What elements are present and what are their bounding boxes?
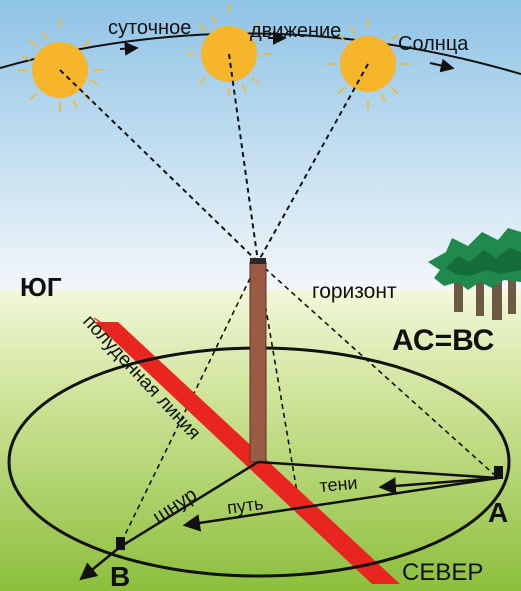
sun-path-label-word-3: Солнца: [398, 33, 469, 55]
shadow-path-arrow: [182, 476, 499, 532]
stake-marker-icon: [116, 537, 125, 550]
sun-path-arrow: [119, 41, 139, 56]
pole-to-a-line: [257, 460, 499, 480]
noon-line-tip: [93, 317, 141, 349]
tree-icon: [428, 228, 521, 320]
point-b-label: В: [110, 561, 130, 591]
horizon-label: горизонт: [312, 280, 397, 303]
pole-top: [250, 258, 266, 264]
noon-line: [94, 322, 400, 584]
sun-path-label-word-1: суточное: [108, 17, 191, 39]
point-a-label: А: [488, 497, 508, 528]
sun-ray-lines: [59, 53, 369, 263]
sun-path-label-word-2: движение: [250, 20, 341, 42]
south-label: ЮГ: [20, 272, 62, 302]
stake-marker-icon: [494, 466, 503, 479]
cord: [119, 460, 259, 549]
pole: [249, 261, 267, 463]
sky: [0, 0, 521, 300]
equation-label: АС=ВС: [392, 324, 494, 357]
shadow-path-arrow: [378, 476, 499, 495]
sun-path-arrow: [429, 58, 455, 73]
shadow-path-label-2: тени: [319, 473, 359, 496]
shadow-path-arrow: [79, 546, 121, 581]
north-label: СЕВЕР: [402, 559, 483, 586]
